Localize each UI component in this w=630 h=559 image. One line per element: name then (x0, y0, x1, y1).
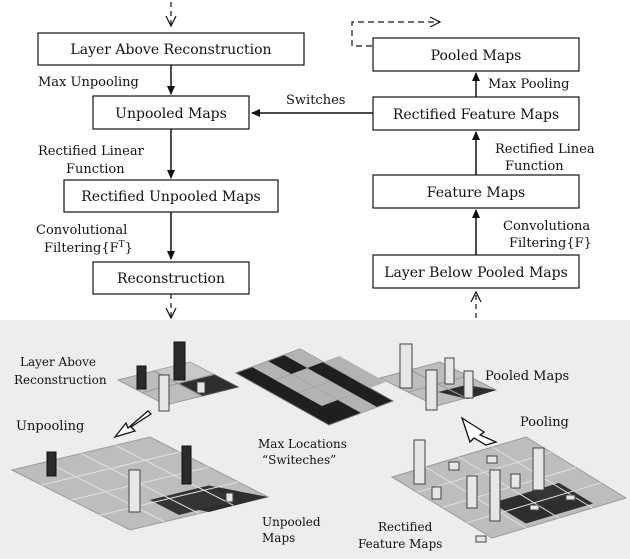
map-unpooled (10, 436, 270, 531)
rectified-linear-left-1: Rectified Linear (38, 144, 145, 159)
map-rectified-features (390, 436, 628, 543)
unpooling-label: Unpooling (16, 419, 84, 434)
map-switches (234, 348, 395, 426)
conv-left-2: Filtering{FT} (44, 240, 133, 256)
conv-left-1: Convolutional (36, 223, 127, 238)
max-locations-2: “Switeches” (262, 453, 336, 467)
output-dashed-arrow-right (351, 22, 440, 47)
unpooled-ill-2: Maps (262, 531, 295, 545)
rectified-linear-right-2: Function (505, 159, 564, 174)
box-rectified-unpooled-maps: Rectified Unpooled Maps (63, 179, 279, 213)
map-layer-above (116, 341, 240, 412)
pooling-arrow-icon (460, 416, 498, 446)
pooled-maps-label: Pooled Maps (431, 48, 522, 64)
rectified-feature-label: Rectified Feature Maps (393, 107, 559, 123)
reconstruction-label: Reconstruction (117, 271, 225, 287)
rectified-ill-1: Rectified (378, 520, 433, 534)
pooling-label: Pooling (520, 415, 569, 430)
rectified-linear-right-1: Rectified Linea (495, 142, 595, 157)
box-feature-maps: Feature Maps (372, 174, 580, 209)
box-unpooled-maps: Unpooled Maps (92, 95, 250, 130)
layer-below-label: Layer Below Pooled Maps (384, 265, 568, 281)
switches-label: Switches (286, 93, 345, 108)
rectified-ill-2: Feature Maps (358, 537, 442, 551)
feature-maps-label: Feature Maps (427, 185, 525, 201)
rectified-linear-left-2: Function (66, 162, 125, 177)
max-unpooling-label: Max Unpooling (38, 75, 139, 90)
layer-above-ill-2: Reconstruction (14, 373, 107, 387)
conv-right-2: Filtering{F} (509, 236, 592, 251)
rectified-unpooled-label: Rectified Unpooled Maps (81, 189, 260, 205)
max-locations-1: Max Locations (258, 437, 347, 451)
box-reconstruction: Reconstruction (92, 261, 250, 295)
box-rectified-feature-maps: Rectified Feature Maps (372, 96, 580, 131)
pooled-maps-ill: Pooled Maps (485, 369, 569, 384)
unpooled-ill-1: Unpooled (262, 515, 321, 529)
map-pooled (378, 343, 498, 411)
box-layer-above-reconstruction: Layer Above Reconstruction (37, 32, 305, 66)
unpooled-maps-label: Unpooled Maps (115, 106, 227, 122)
conv-right-1: Convolutiona (503, 219, 590, 234)
box-pooled-maps: Pooled Maps (372, 37, 580, 72)
unpooling-arrow-icon (113, 410, 153, 439)
layer-above-ill-1: Layer Above (20, 355, 96, 369)
box-layer-below-pooled-maps: Layer Below Pooled Maps (372, 254, 580, 289)
max-pooling-label: Max Pooling (488, 77, 569, 92)
layer-above-label: Layer Above Reconstruction (70, 42, 271, 58)
